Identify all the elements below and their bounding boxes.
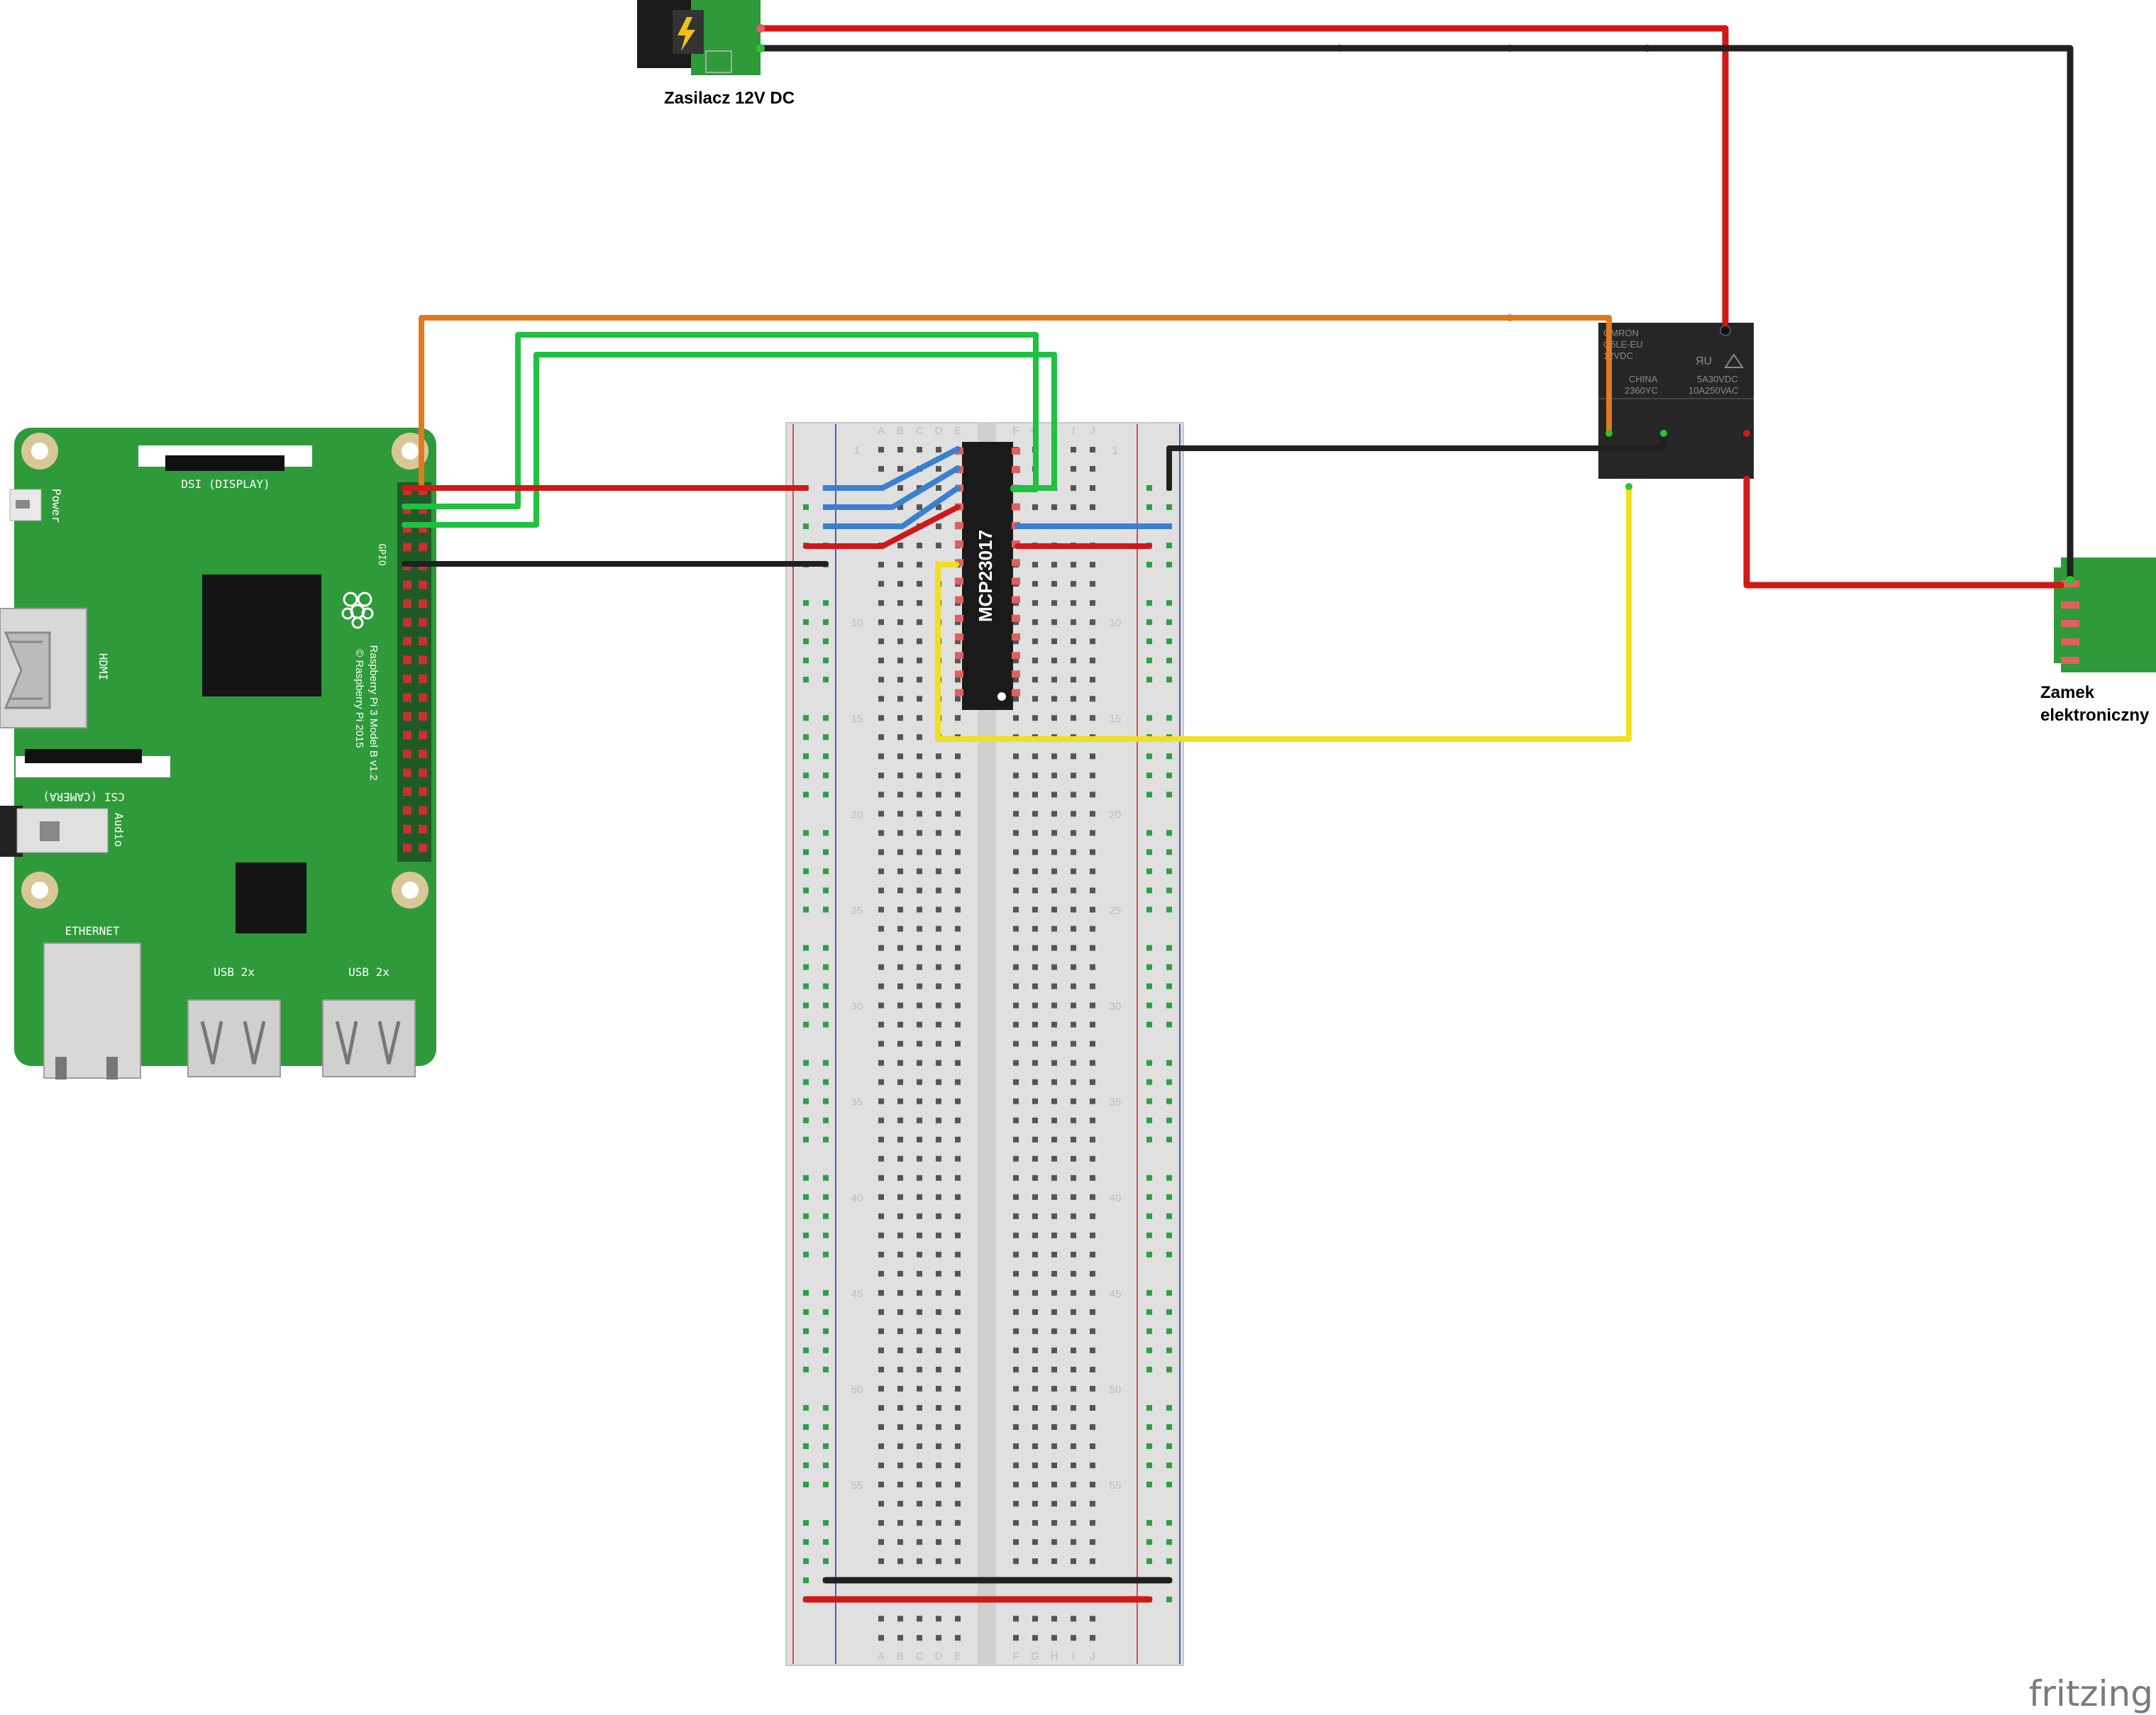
rpi-csi-label: CSI (CAMERA): [43, 790, 125, 804]
breadboard-row-number: 55: [851, 1480, 863, 1492]
breadboard-row-number: 45: [851, 1288, 863, 1300]
wire-red-relay-lock: [1743, 475, 2064, 589]
breadboard-row-number: 30: [1110, 1001, 1122, 1013]
breadboard-column-letter: D: [935, 425, 943, 437]
electronic-lock: Zamek elektroniczny: [2040, 557, 2156, 725]
breadboard-row-number: 35: [1110, 1097, 1122, 1109]
breadboard-row-number: 20: [851, 809, 863, 821]
breadboard-row-number: 30: [851, 1001, 863, 1013]
relay-cert-mark: ЯU: [1696, 355, 1712, 367]
wire-orange-gpio-relay: [419, 315, 1612, 491]
raspberry-pi-board: DSI (DISPLAY) CSI (CAMERA) Power HDMI Au…: [0, 428, 436, 1079]
breadboard-column-letter: C: [916, 1650, 924, 1663]
breadboard-column-letter: D: [935, 1650, 943, 1663]
fritzing-watermark: fritzing: [2029, 1673, 2153, 1714]
breadboard-row-number: 15: [851, 713, 863, 725]
rpi-copyright-label: © Raspberry Pi 2015: [353, 649, 365, 748]
lightning-icon: [678, 17, 695, 51]
breadboard-row-number: 45: [1110, 1288, 1122, 1300]
wire-blue-2: [823, 465, 961, 510]
wire-black-psu-lock: [757, 45, 2074, 584]
breadboard-column-letter: H: [1051, 1650, 1058, 1663]
breadboard-column-letter: B: [897, 425, 904, 437]
breadboard-row-number: 10: [1110, 617, 1122, 629]
wire-green-scl: [402, 352, 1057, 528]
breadboard-row-number: 50: [1110, 1384, 1122, 1396]
relay-text-2: G5LE-EU: [1603, 339, 1643, 350]
lock-label-line1: Zamek: [2040, 683, 2095, 702]
wires: [402, 24, 2074, 1603]
relay: OMRON G5LE-EU 12VDC CHINA 2360YC 5A30VDC…: [1598, 323, 1754, 479]
breadboard-column-letter: I: [1072, 425, 1075, 437]
rpi-audio-label: Audio: [112, 813, 126, 847]
dc-power-jack: Zasilacz 12V DC: [637, 0, 795, 108]
wire-red-ic-left: [803, 504, 961, 549]
breadboard-column-letter: I: [1072, 1650, 1075, 1663]
breadboard-row-number: 35: [851, 1097, 863, 1109]
rpi-hdmi-label: HDMI: [96, 653, 110, 681]
relay-text-7: 10A250VAC: [1688, 385, 1739, 396]
wire-red-psu-relay: [757, 25, 1729, 326]
breadboard-row-number: 10: [851, 617, 863, 629]
rpi-model-label: Raspberry Pi 3 Model B v1.2: [367, 645, 380, 781]
rpi-dsi-label: DSI (DISPLAY): [181, 477, 270, 491]
breadboard-row-number: 1: [1112, 445, 1118, 457]
breadboard-column-letter: J: [1090, 425, 1095, 437]
breadboard-column-letter: F: [1012, 1650, 1019, 1663]
mcp23017-chip: MCP23017: [955, 442, 1020, 710]
relay-text-6: 5A30VDC: [1697, 374, 1738, 384]
breadboard-column-letter: B: [897, 1650, 904, 1663]
breadboard-row-number: 40: [1110, 1192, 1122, 1204]
wire-yellow-relay-ic: [935, 484, 1632, 742]
breadboard-row-number: 15: [1110, 713, 1122, 725]
rpi-usb2-label: USB 2x: [348, 965, 389, 979]
breadboard-row-number: 55: [1110, 1480, 1122, 1492]
rpi-usb1-label: USB 2x: [214, 965, 255, 979]
rpi-gpio-label: GPIO: [376, 543, 387, 565]
breadboard-column-letter: E: [954, 1650, 961, 1663]
raspberry-logo-icon: [341, 592, 374, 629]
breadboard-column-letter: C: [916, 425, 924, 437]
relay-text-4: CHINA: [1629, 374, 1658, 384]
power-supply-label: Zasilacz 12V DC: [664, 89, 795, 108]
wire-blue-3: [823, 485, 961, 529]
relay-text-1: OMRON: [1603, 328, 1639, 338]
relay-text-5: 2360YC: [1625, 385, 1658, 396]
wire-blue-1: [823, 446, 961, 491]
breadboard-row-number: 50: [851, 1384, 863, 1396]
wire-black-relay-bb: [1166, 431, 1666, 491]
rpi-ethernet-label: ETHERNET: [65, 924, 119, 938]
breadboard-column-letter: J: [1090, 1650, 1095, 1663]
rpi-power-label: Power: [50, 489, 63, 523]
breadboard-row-number: 40: [851, 1192, 863, 1204]
breadboard-row-numbers: 1 1 10 10 15 15 20 20 25 25 30 30 35 35 40 40 45 45 50 50 55…: [851, 445, 1122, 1492]
breadboard-row-number: 25: [1110, 904, 1122, 916]
breadboard-row-number: 20: [1110, 809, 1122, 821]
breadboard-column-letter: A: [878, 1650, 885, 1663]
breadboard-row-number: 25: [851, 904, 863, 916]
breadboard-row-number: 1: [854, 445, 860, 457]
lock-label-line2: elektroniczny: [2040, 706, 2150, 725]
ic-label: MCP23017: [975, 530, 996, 622]
breadboard-column-letter: A: [878, 425, 885, 437]
breadboard-column-letter: E: [954, 425, 961, 437]
breadboard-column-letter: F: [1012, 425, 1019, 437]
breadboard-column-letter: G: [1031, 1650, 1039, 1663]
